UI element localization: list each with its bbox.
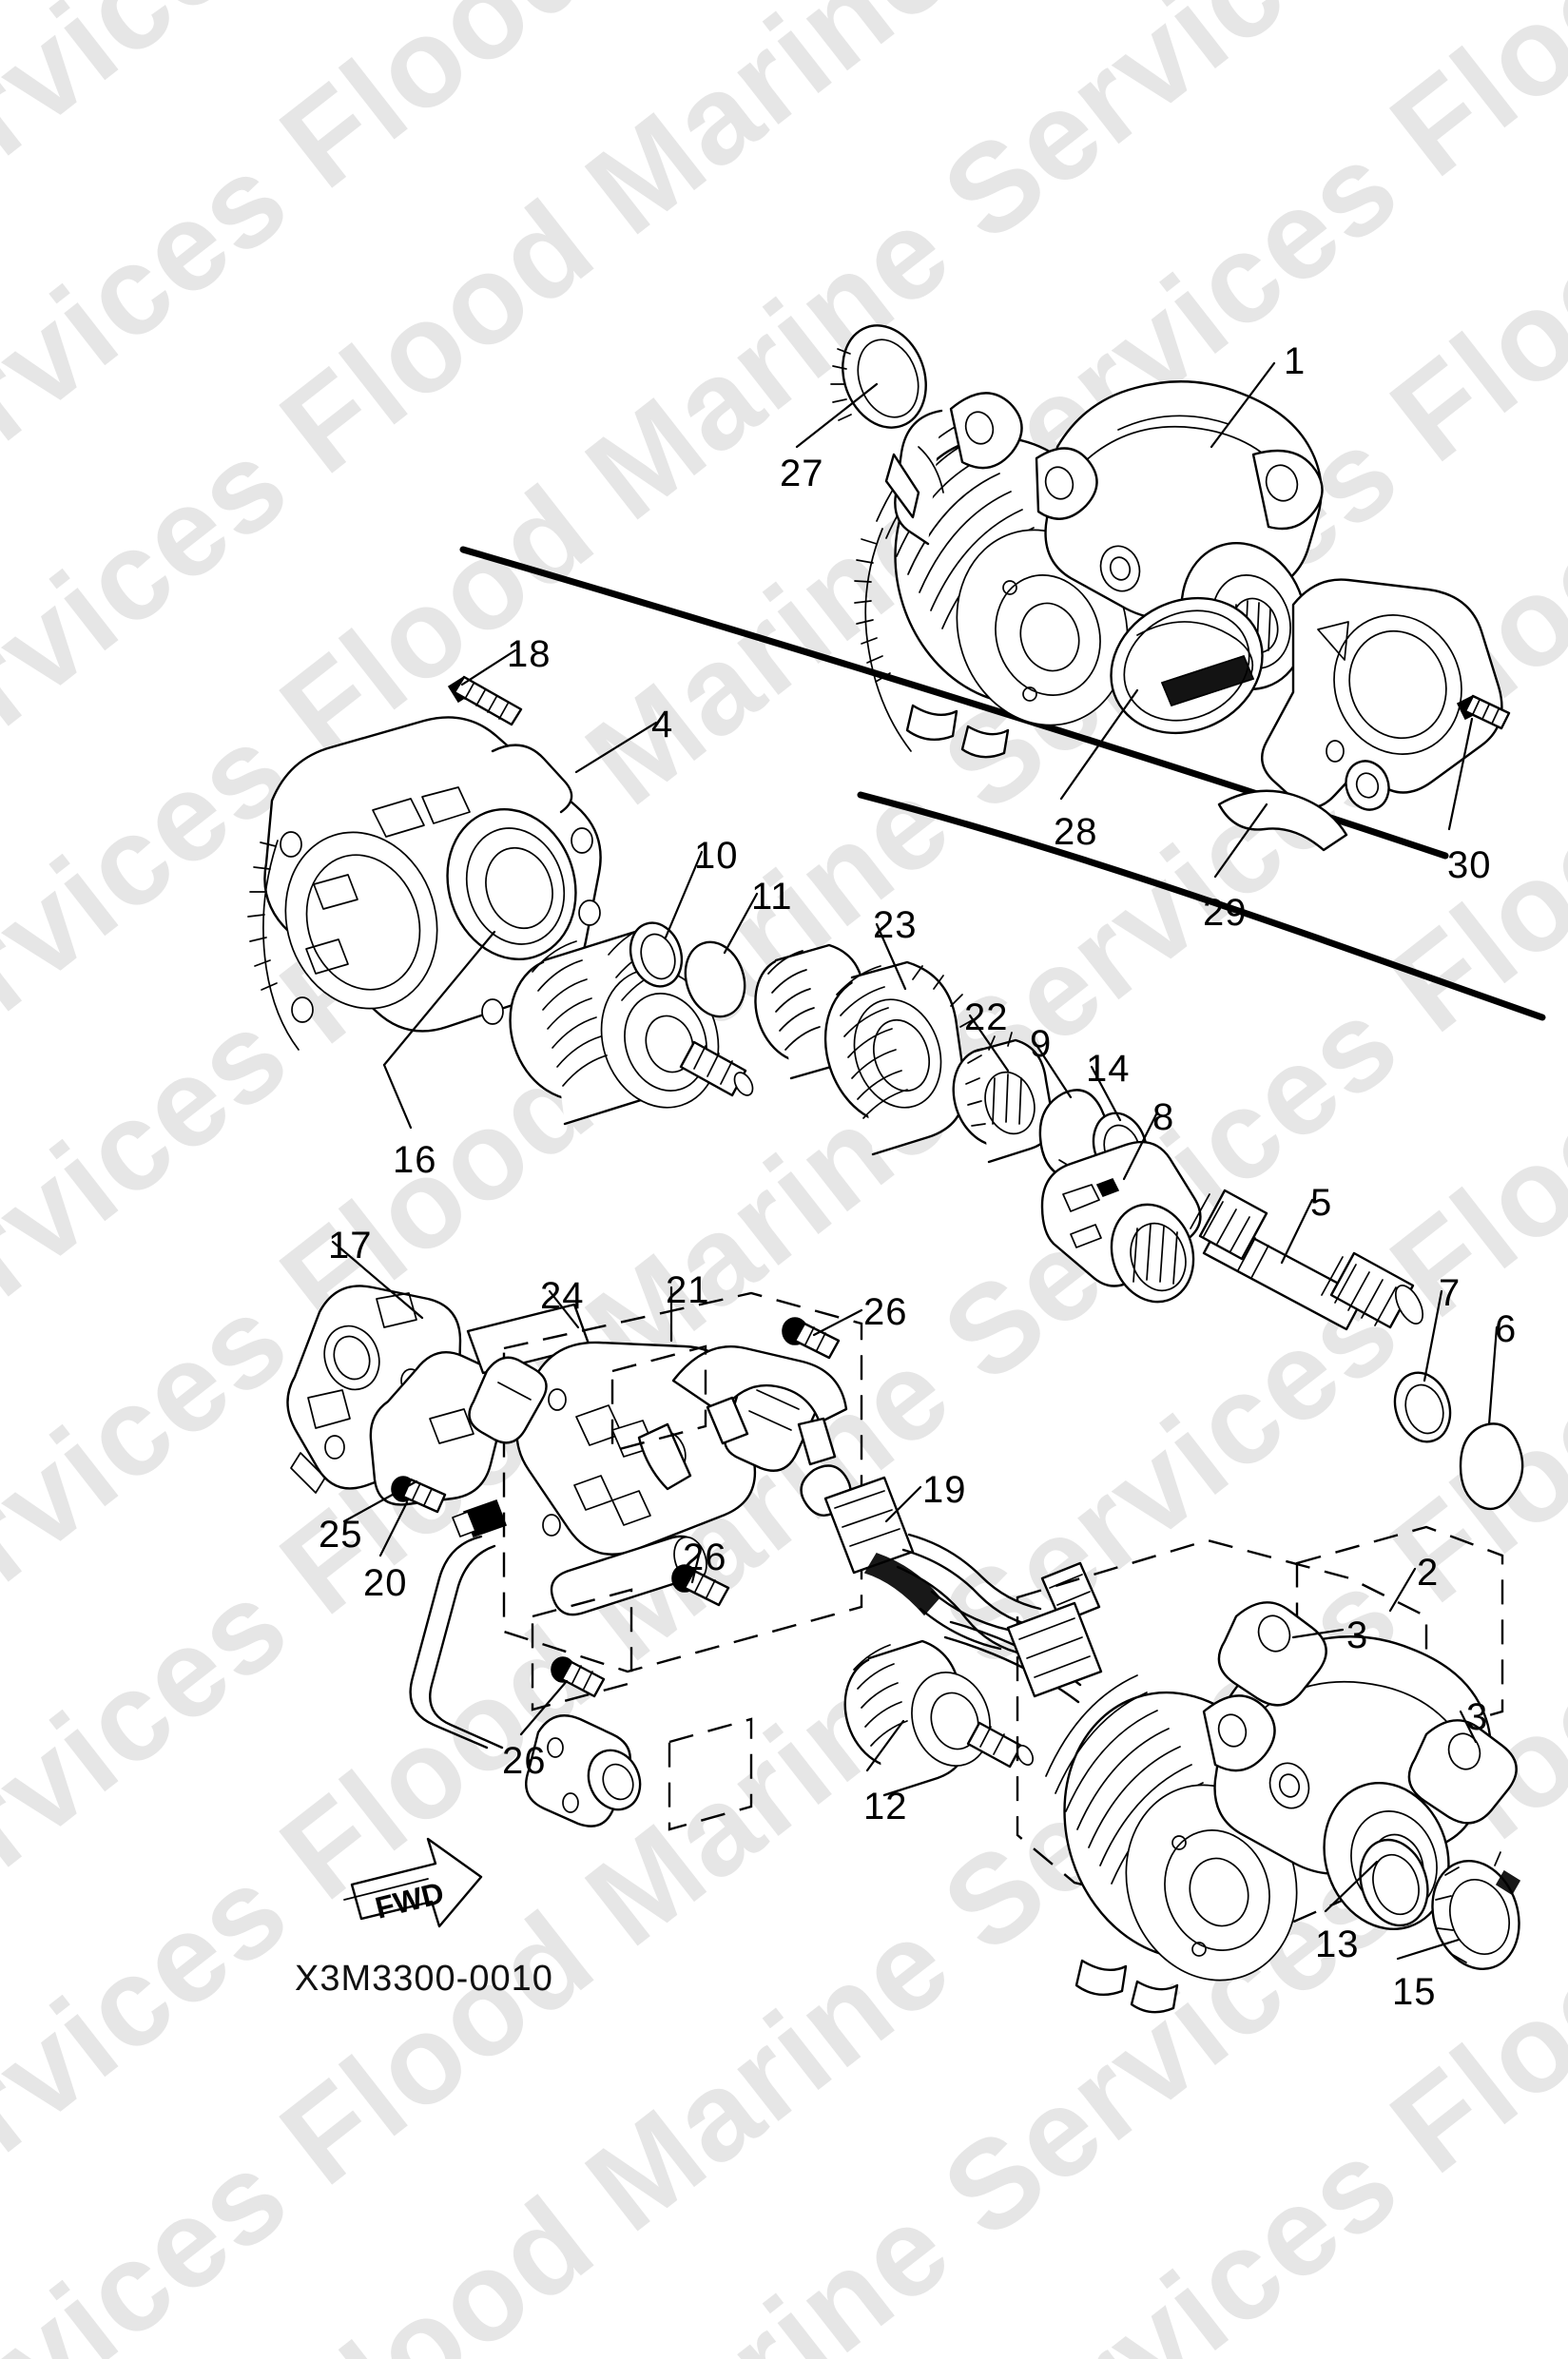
callout-cover-bolt-small: 20 — [363, 1562, 408, 1604]
callout-dog-clutch-coupling: 8 — [1152, 1096, 1175, 1138]
group-box-2 — [1016, 1538, 1428, 1932]
yamaha-cover-28 — [1110, 596, 1264, 735]
bolt-18 — [447, 675, 523, 726]
callout-side-cover-plate: 25 — [319, 1514, 363, 1556]
callout-thrust-washer: 14 — [1086, 1048, 1131, 1090]
callout-bearing-lock-nut: 15 — [1392, 1971, 1437, 2013]
shim-10 — [629, 921, 684, 988]
shift-fork — [637, 1344, 852, 1517]
bolt-26-middle — [671, 1564, 730, 1607]
callout-cover-plate: 17 — [328, 1225, 373, 1267]
group-box-26-upper — [610, 1344, 707, 1453]
callout-bearing-oil-seal: 13 — [1315, 1924, 1360, 1965]
reduction-gear-12 — [843, 1639, 1035, 1797]
callout-differential-housing-assembly: 1 — [1284, 340, 1307, 382]
differential-housing-upper — [854, 380, 1324, 759]
callout-wiring-harness-connector: 19 — [922, 1469, 967, 1511]
diagram-code: X3M3300-0010 — [295, 1959, 553, 1999]
callout-drive-shaft: 5 — [1310, 1182, 1333, 1224]
callout-shift-actuator-assembly: 21 — [666, 1269, 710, 1311]
group-box-26-lower — [531, 1588, 633, 1711]
group-box-21 — [502, 1291, 863, 1673]
shift-cable — [409, 1499, 642, 1827]
callout-cover-bolt: 30 — [1447, 844, 1492, 886]
callout-bearing-retainer-lock-washer: 27 — [780, 453, 824, 494]
inner-cover-25 — [369, 1351, 509, 1506]
callout-differential-assembly-group: 2 — [1417, 1552, 1440, 1594]
callout-shaft-washer: 7 — [1439, 1272, 1462, 1314]
callout-reduction-gear: 12 — [863, 1786, 908, 1827]
bolt-30 — [1456, 694, 1511, 730]
differential-housing-lower — [919, 1590, 1492, 2014]
callout-synchronizer-hub: 22 — [964, 996, 1009, 1038]
shift-lever — [468, 1356, 548, 1444]
callout-shaft-circlip: 6 — [1495, 1308, 1518, 1350]
cover-guard-29 — [1217, 578, 1503, 852]
callout-gasket-seal-plate: 24 — [540, 1275, 585, 1317]
shaft-washer-7 — [1393, 1371, 1452, 1443]
callout-gear-cluster: 23 — [873, 904, 918, 946]
drive-shaft-5 — [1190, 1189, 1424, 1331]
shaft-circlip-6 — [1459, 1422, 1524, 1511]
callout-o-ring: 11 — [751, 876, 793, 918]
wiring-harness-19 — [823, 1476, 1101, 1704]
callout-drive-pinion-gear: 16 — [393, 1139, 437, 1181]
callout-actuator-bolt-lower: 26 — [502, 1740, 547, 1782]
bolt-26-lower — [551, 1656, 606, 1698]
callout-yamaha-emblem-cover: 28 — [1054, 811, 1098, 853]
callout-mounting-bracket-upper: 3 — [1346, 1615, 1369, 1656]
lock-washer-27 — [830, 324, 927, 429]
bolt-26-upper — [782, 1317, 841, 1360]
o-ring-11 — [684, 940, 746, 1018]
callout-gear-housing-cover: 4 — [651, 704, 674, 745]
callout-circlip: 9 — [1030, 1023, 1053, 1065]
group-box-3 — [1295, 1525, 1504, 1751]
callout-actuator-bolt-upper: 26 — [863, 1291, 908, 1333]
leader-lines — [331, 361, 1499, 1961]
mounting-bracket-3-upper — [1217, 1601, 1327, 1707]
dog-clutch-8 — [1040, 1140, 1202, 1304]
callout-cover-guard-bracket: 29 — [1203, 892, 1248, 934]
callout-actuator-bolt-middle: 26 — [683, 1537, 727, 1578]
callout-mounting-bracket-lower: 3 — [1466, 1696, 1489, 1738]
callout-housing-bolt: 18 — [507, 633, 552, 675]
fwd-arrow-icon: FWD — [343, 1837, 483, 1928]
synchro-hub-22 — [952, 1032, 1054, 1164]
gear-housing-4 — [247, 716, 602, 1051]
gear-cluster-23 — [754, 943, 975, 1156]
group-box-26-sensor — [668, 1717, 753, 1831]
callout-shim-washer: 10 — [694, 835, 739, 877]
lock-nut-15 — [1431, 1851, 1521, 1971]
